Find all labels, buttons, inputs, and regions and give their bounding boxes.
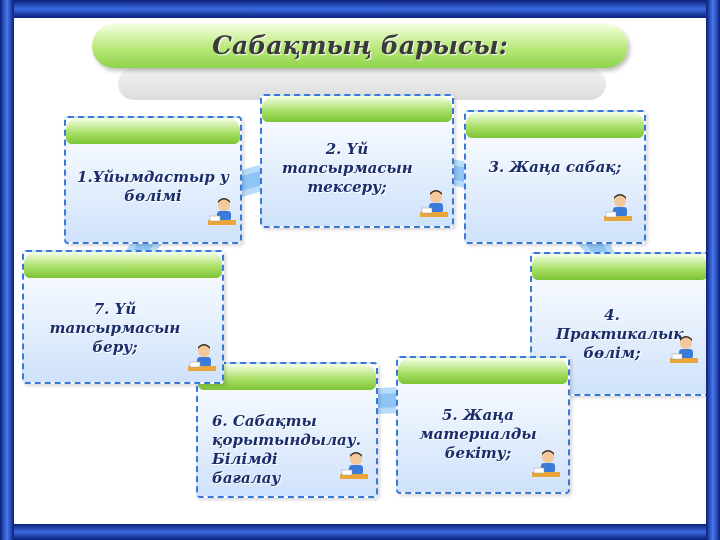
frame-bottom-bar	[0, 524, 720, 540]
step-box-cap	[262, 96, 452, 122]
step-label-3: 3. Жаңа сабақ;	[488, 158, 622, 176]
step-label-7: 7. Үй тапсырмасын беру;	[49, 300, 181, 356]
student-at-desk-icon	[604, 194, 632, 221]
step-box-3: 3. Жаңа сабақ;	[464, 110, 646, 244]
step-box-cap	[198, 364, 376, 390]
step-box-cap	[24, 252, 222, 278]
student-at-desk-icon	[208, 198, 236, 225]
step-box-5: 5. Жаңа материалды бекіту;	[396, 356, 570, 494]
step-label-6: 6. Сабақты қорытындылау. Білімді бағалау	[212, 412, 361, 487]
step-box-cap	[532, 254, 706, 280]
frame-top-bar	[0, 0, 720, 18]
step-box-cap	[398, 358, 568, 384]
title-banner: Сабақтың барысы:	[92, 24, 628, 68]
student-at-desk-icon	[532, 450, 560, 477]
step-box-cap	[66, 118, 240, 144]
student-at-desk-icon	[670, 336, 698, 363]
step-box-7: 7. Үй тапсырмасын беру;	[22, 250, 224, 384]
step-label-5: 5. Жаңа материалды бекіту;	[419, 406, 537, 462]
step-box-2: 2. Үй тапсырмасын тексеру;	[260, 94, 454, 228]
step-label-4: 4. Практикалық бөлім;	[556, 306, 684, 362]
page-title: Сабақтың барысы:	[212, 31, 508, 60]
student-at-desk-icon	[188, 344, 216, 371]
student-at-desk-icon	[420, 190, 448, 217]
slide-canvas: Сабақтың барысы: 1.Ұйымдастыр у бөлімі 2…	[14, 18, 706, 524]
step-label-1: 1.Ұйымдастыр у бөлімі	[77, 168, 229, 205]
student-at-desk-icon	[340, 452, 368, 479]
step-label-2: 2. Үй тапсырмасын тексеру;	[282, 140, 413, 196]
frame-right-bar	[706, 0, 720, 540]
frame-left-bar	[0, 0, 14, 540]
step-box-cap	[466, 112, 644, 138]
